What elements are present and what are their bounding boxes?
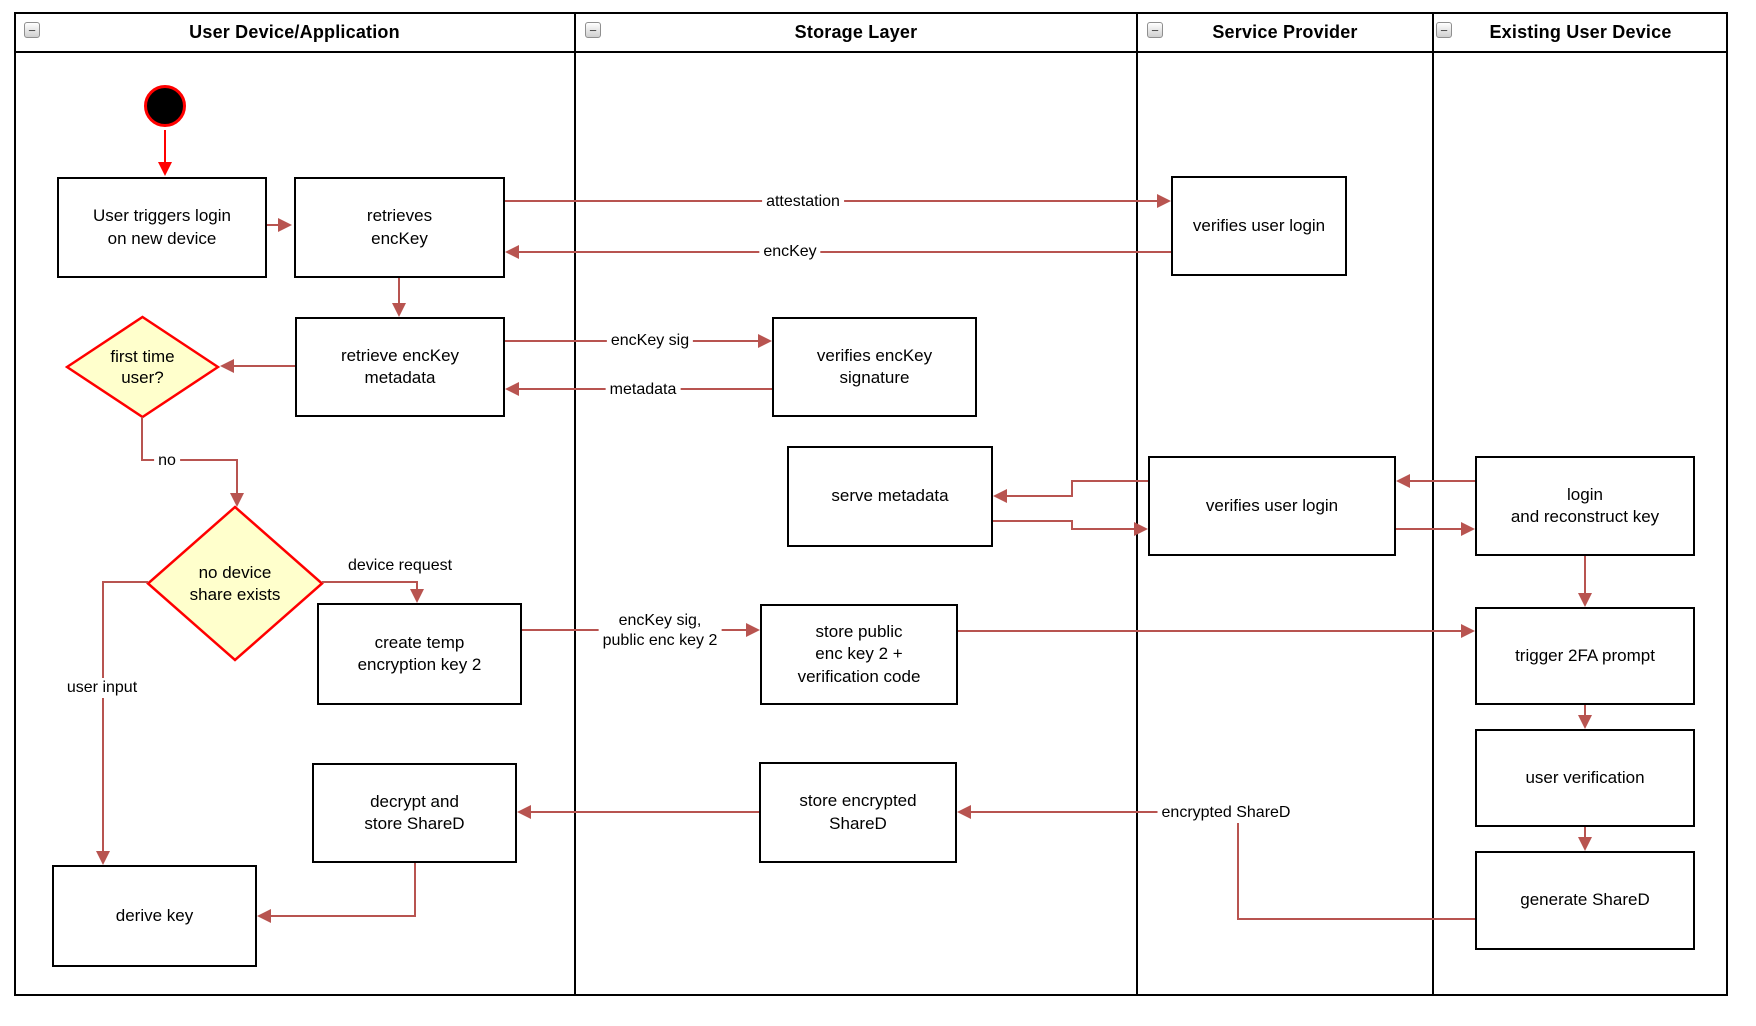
node-create-temp-key[interactable]: create temp encryption key 2	[317, 603, 522, 705]
edge-login-to-trigger	[1584, 556, 1586, 594]
node-verifies-user-login-1[interactable]: verifies user login	[1171, 176, 1347, 276]
edge-serve-to-verifies2-v	[1071, 520, 1073, 530]
edge-metadata-to-decision	[234, 365, 295, 367]
node-retrieve-enckey-metadata[interactable]: retrieve encKey metadata	[295, 317, 505, 417]
lane-header-service-provider: Service Provider	[1212, 21, 1358, 42]
edge-no-v2	[236, 459, 238, 494]
edge-encrypted-shared-v	[1237, 811, 1239, 920]
arrowhead-down	[1578, 837, 1592, 851]
edge-serve-to-verifies2-h2	[1071, 528, 1134, 530]
edge-user-input-h	[102, 581, 148, 583]
start-node[interactable]	[144, 85, 186, 127]
lane-header-storage-layer: Storage Layer	[794, 21, 918, 42]
edge-encrypted-shared-h1	[1237, 918, 1475, 920]
collapse-icon[interactable]: −	[1436, 22, 1452, 38]
lane-divider	[1136, 12, 1138, 996]
arrowhead-right	[1461, 522, 1475, 536]
collapse-icon[interactable]: −	[585, 22, 601, 38]
edge-verifies2-to-serve-h2	[1007, 495, 1073, 497]
edge-label-device-request: device request	[347, 557, 453, 574]
edge-device-request-v	[416, 581, 418, 591]
node-serve-metadata[interactable]: serve metadata	[787, 446, 993, 547]
node-verifies-user-login-2[interactable]: verifies user login	[1148, 456, 1396, 556]
arrowhead-left	[505, 382, 519, 396]
edge-verifies2-to-serve-h1	[1071, 480, 1148, 482]
node-generate-shared[interactable]: generate ShareD	[1475, 851, 1695, 950]
arrowhead-down	[392, 303, 406, 317]
header-separator	[14, 51, 1728, 53]
arrowhead-down	[410, 589, 424, 603]
arrowhead-right	[746, 623, 760, 637]
edge-login-to-verifies2	[1410, 480, 1475, 482]
edge-label-no: no	[154, 451, 180, 471]
arrowhead-left	[505, 245, 519, 259]
arrowhead-left	[1396, 474, 1410, 488]
decision-no-device-share[interactable]	[146, 505, 324, 662]
edge-start-line	[164, 130, 166, 163]
arrowhead-right	[1461, 624, 1475, 638]
edge-trigger-to-retrieves	[267, 224, 280, 226]
lane-header-existing-user-device: Existing User Device	[1489, 21, 1672, 42]
edge-user-input-v	[102, 581, 104, 851]
arrowhead-down	[1578, 715, 1592, 729]
edge-decrypt-to-derive-v	[414, 863, 416, 917]
arrowhead-right	[1157, 194, 1171, 208]
arrowhead-right	[758, 334, 772, 348]
edge-label-attestation: attestation	[762, 192, 844, 212]
edge-no-h	[141, 459, 238, 461]
lane-divider	[574, 12, 576, 996]
edge-verifies2-to-serve-v	[1071, 480, 1073, 497]
edge-trigger-to-verification	[1584, 705, 1586, 716]
node-user-triggers-login[interactable]: User triggers login on new device	[57, 177, 267, 278]
decision-first-time-user-label: first time user?	[110, 346, 175, 387]
edge-store-to-trigger	[958, 630, 1461, 632]
node-store-encrypted-shared[interactable]: store encrypted ShareD	[759, 762, 957, 863]
edge-label-enckey-sig-public: encKey sig, public enc key 2	[598, 611, 722, 651]
arrowhead-left	[993, 489, 1007, 503]
node-decrypt-store-shared[interactable]: decrypt and store ShareD	[312, 763, 517, 863]
node-retrieves-enckey[interactable]: retrieves encKey	[294, 177, 505, 278]
node-store-public-enc-key[interactable]: store public enc key 2 + verification co…	[760, 604, 958, 705]
arrowhead-left	[517, 805, 531, 819]
arrowhead-left	[257, 909, 271, 923]
arrowhead-right	[278, 218, 292, 232]
arrowhead-down	[96, 851, 110, 865]
edge-enckey	[519, 251, 1171, 253]
edge-store-to-decrypt	[531, 811, 759, 813]
edge-decrypt-to-derive-h	[271, 915, 416, 917]
swimlane-frame	[14, 12, 1728, 996]
edge-retrieves-to-metadata	[398, 278, 400, 304]
arrowhead-down	[1578, 593, 1592, 607]
edge-label-metadata: metadata	[605, 380, 681, 400]
arrowhead-right	[1134, 522, 1148, 536]
node-user-verification[interactable]: user verification	[1475, 729, 1695, 827]
lane-header-user-device-application: User Device/Application	[189, 21, 400, 42]
node-verifies-enckey-signature[interactable]: verifies encKey signature	[772, 317, 977, 417]
edge-verification-to-generate	[1584, 827, 1586, 838]
edge-label-user-input: user input	[62, 678, 142, 698]
edge-no-v1	[141, 417, 143, 461]
edge-serve-to-verifies2-h1	[993, 520, 1073, 522]
edge-label-enckey: encKey	[759, 242, 821, 262]
arrowhead-down	[230, 493, 244, 507]
node-derive-key[interactable]: derive key	[52, 865, 257, 967]
collapse-icon[interactable]: −	[1147, 22, 1163, 38]
edge-encrypted-shared-h2	[971, 811, 1239, 813]
arrowhead-left	[957, 805, 971, 819]
node-trigger-2fa-prompt[interactable]: trigger 2FA prompt	[1475, 607, 1695, 705]
arrowhead-left	[220, 359, 234, 373]
edge-verifies2-to-login	[1396, 528, 1461, 530]
edge-device-request-h	[322, 581, 418, 583]
arrowhead-down	[158, 162, 172, 176]
node-login-reconstruct-key[interactable]: login and reconstruct key	[1475, 456, 1695, 556]
lane-divider	[1432, 12, 1434, 996]
decision-no-device-share-label: no device share exists	[189, 563, 281, 604]
edge-label-enckey-sig: encKey sig	[606, 331, 694, 351]
edge-label-encrypted-shared: encrypted ShareD	[1157, 803, 1295, 823]
collapse-icon[interactable]: −	[24, 22, 40, 38]
